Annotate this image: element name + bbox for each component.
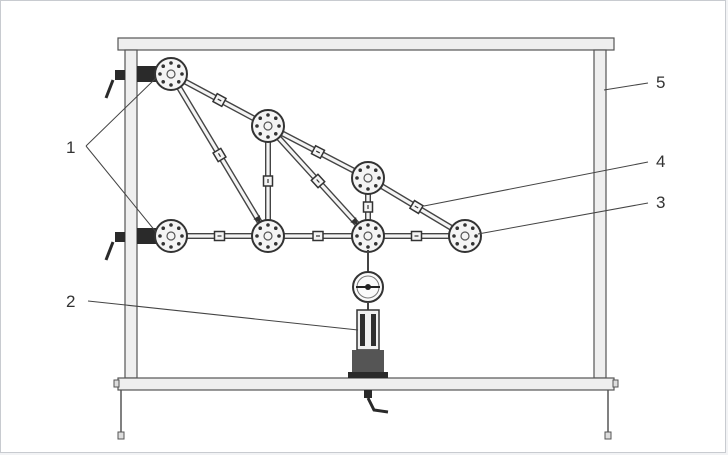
- truss-nodes: [154, 57, 482, 253]
- label-2: 2: [66, 292, 75, 311]
- frame-right-post: [593, 49, 607, 379]
- frame-bolt-left: [113, 379, 120, 388]
- node-disc-E: [251, 219, 285, 253]
- bar-tip-BF: [350, 217, 358, 225]
- frame-left-foot: [117, 431, 125, 440]
- label-1: 1: [66, 138, 75, 157]
- label-4: 4: [656, 152, 665, 171]
- load-base-column: [352, 350, 384, 372]
- support-block-lower: [137, 228, 157, 244]
- frame-top-beam: [117, 37, 615, 51]
- bar-tip-AE: [253, 215, 261, 224]
- node-disc-B: [251, 109, 285, 143]
- adjust-knob-handle: [366, 397, 389, 414]
- bar-BF: [265, 123, 371, 239]
- leader-2: [87, 300, 359, 331]
- leader-3: [477, 202, 649, 235]
- node-disc-C: [351, 161, 385, 195]
- truss-bars: [168, 71, 467, 242]
- support-block-upper: [137, 66, 157, 82]
- frame-left-post: [124, 49, 138, 379]
- frame-right-foot: [604, 431, 612, 440]
- support-handle-upper: [104, 79, 115, 99]
- fixed-supports: [104, 66, 157, 261]
- bar-AB: [169, 71, 270, 129]
- leader-1-upper: [85, 77, 157, 147]
- leader-1-lower: [85, 145, 157, 233]
- frame-bottom-beam: [117, 377, 615, 391]
- frame-bolt-right: [612, 379, 619, 388]
- leader-5: [603, 82, 649, 91]
- bar-CG: [366, 175, 467, 239]
- adjust-knob-stem: [364, 390, 372, 398]
- node-disc-A: [154, 57, 188, 91]
- test-frame: [113, 37, 619, 440]
- node-disc-F: [351, 219, 385, 253]
- support-clamp-lower: [115, 232, 125, 242]
- load-device: [348, 250, 389, 414]
- load-spindle-right: [371, 314, 376, 346]
- bar-AE: [168, 72, 271, 238]
- annotations: 1 2 3 4 5: [66, 73, 665, 331]
- label-3: 3: [656, 193, 665, 212]
- node-disc-D: [154, 219, 188, 253]
- dial-hub: [365, 284, 371, 290]
- bar-BE: [262, 126, 274, 236]
- leader-4: [423, 161, 649, 207]
- label-5: 5: [656, 73, 665, 92]
- load-base-plate: [348, 372, 388, 378]
- load-spindle-left: [360, 314, 365, 346]
- support-handle-lower: [104, 241, 115, 261]
- node-disc-G: [448, 219, 482, 253]
- bar-BC: [266, 123, 370, 181]
- support-clamp-upper: [115, 70, 125, 80]
